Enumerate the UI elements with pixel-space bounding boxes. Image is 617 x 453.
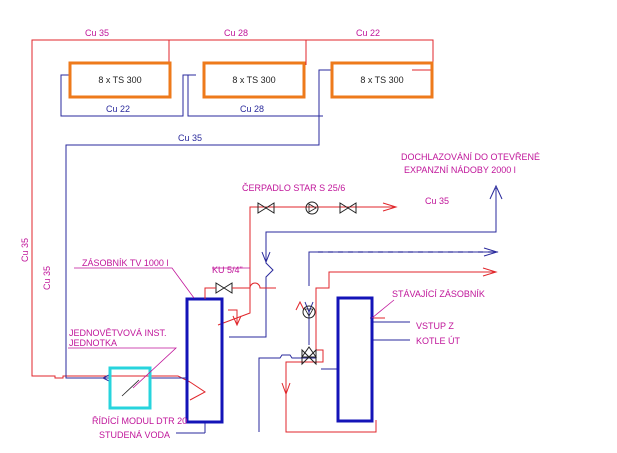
dhw-tank-body bbox=[185, 297, 224, 424]
cold-expansion-line bbox=[229, 188, 497, 338]
flow-arrows bbox=[101, 184, 503, 396]
installation-unit-label: JEDNOTKA bbox=[69, 338, 117, 348]
top-up-label: EXPANZNÍ NÁDOBY 2000 l bbox=[404, 165, 516, 175]
solar-panel: 8 x TS 300 bbox=[330, 61, 434, 99]
solar-panel: 8 x TS 300 bbox=[202, 61, 306, 99]
dhw-tank bbox=[185, 297, 224, 424]
boiler-input-label: KOTLE ÚT bbox=[416, 336, 461, 346]
pipe-label: Cu 35 bbox=[20, 238, 30, 262]
arrow-left-unit bbox=[101, 373, 112, 383]
cold-boiler-in bbox=[371, 321, 410, 341]
panel-label: 8 x TS 300 bbox=[232, 75, 275, 85]
arrow-down-existing-top bbox=[304, 301, 314, 314]
ku-valve-icon bbox=[215, 282, 233, 294]
dhw-tank-label: ZÁSOBNÍK TV 1000 l bbox=[82, 258, 168, 268]
hot-supply-main bbox=[31, 39, 434, 383]
pipe-labels: Cu 35 Cu 28 Cu 22 Cu 22 Cu 28 Cu 35 Cu 3… bbox=[20, 28, 449, 290]
existing-tank-body bbox=[336, 296, 374, 423]
arrow-down-hot-tank bbox=[232, 315, 242, 327]
pipe-label: Cu 35 bbox=[85, 28, 109, 38]
existing-tank-label: STÁVAJÍCÍ ZÁSOBNÍK bbox=[392, 289, 485, 299]
installation-unit-box bbox=[108, 366, 152, 410]
cold-existing-top bbox=[308, 251, 498, 286]
cold-under-1 bbox=[60, 74, 196, 117]
unit-diagonal bbox=[121, 379, 140, 397]
cold-water-label: STUDENÁ VODA bbox=[99, 430, 170, 440]
arrow-right-pump-line bbox=[382, 202, 398, 212]
arrow-right-existing-top bbox=[482, 267, 498, 277]
valves bbox=[215, 202, 357, 366]
hot-tank-link bbox=[228, 309, 238, 324]
pump-icon bbox=[302, 305, 316, 319]
valve-icon bbox=[339, 202, 357, 214]
hot-piping bbox=[31, 39, 495, 433]
panel-frame bbox=[202, 61, 306, 99]
arrow-down-hot-cross bbox=[281, 382, 291, 396]
arrow-up-hot-existing bbox=[295, 300, 305, 311]
pipe-label: Cu 35 bbox=[42, 266, 52, 290]
ku-valve-label: KU 5/4" bbox=[212, 265, 243, 275]
panel-label: 8 x TS 300 bbox=[98, 75, 141, 85]
pump-icon bbox=[305, 201, 319, 215]
valve-icon bbox=[257, 202, 275, 214]
solar-panel: 8 x TS 300 bbox=[68, 61, 172, 99]
pipe-label: Cu 22 bbox=[356, 28, 380, 38]
annotations: DOCHLAZOVÁNÍ DO OTEVŘENÉ EXPANZNÍ NÁDOBY… bbox=[69, 152, 540, 440]
cold-boiler-return bbox=[258, 354, 316, 432]
pipe-crossover bbox=[249, 282, 276, 289]
dhw-tank-coil bbox=[189, 381, 206, 401]
controller-label: ŘÍDÍCÍ MODUL DTR 20 bbox=[92, 416, 187, 426]
solar-panels: 8 x TS 300 8 x TS 300 8 x TS 300 bbox=[68, 61, 434, 99]
pipe-label: Cu 35 bbox=[425, 196, 449, 206]
panel-frame bbox=[68, 61, 172, 99]
pipe-label: Cu 35 bbox=[178, 133, 202, 143]
panel-frame bbox=[330, 61, 434, 99]
cold-to-tv bbox=[150, 377, 187, 420]
existing-tank bbox=[336, 296, 374, 423]
cold-under-2 bbox=[187, 74, 323, 117]
arrow-up-expansion bbox=[489, 184, 503, 200]
boiler-input-label: VSTUP Z bbox=[416, 321, 454, 331]
arrow-down-cold-expansion bbox=[261, 251, 271, 264]
arrow-right-dashed bbox=[483, 247, 499, 257]
hot-ku-line bbox=[204, 287, 216, 299]
installation-unit-label: JEDNOVĚTVOVÁ INST. bbox=[69, 328, 167, 338]
hot-existing-tank-line bbox=[285, 271, 495, 433]
leader-lines bbox=[68, 267, 395, 389]
pipe-label: Cu 22 bbox=[106, 104, 130, 114]
installation-unit bbox=[108, 366, 152, 410]
pipe-label: Cu 28 bbox=[240, 104, 264, 114]
three-way-valve-icon bbox=[301, 346, 317, 366]
top-up-label: DOCHLAZOVÁNÍ DO OTEVŘENÉ bbox=[401, 152, 540, 162]
pump-label: ČERPADLO STAR S 25/6 bbox=[242, 183, 345, 193]
pipe-label: Cu 28 bbox=[224, 28, 248, 38]
cold-return-main bbox=[65, 69, 332, 379]
panel-label: 8 x TS 300 bbox=[360, 75, 403, 85]
